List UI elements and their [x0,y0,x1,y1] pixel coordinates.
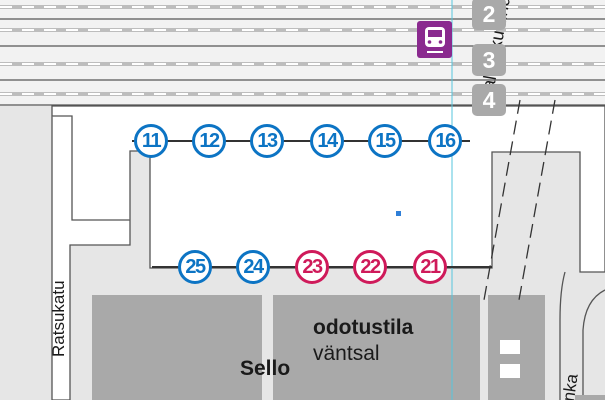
building-notch-2 [500,364,520,378]
bus-stop-11[interactable]: 11 [134,124,168,158]
building-notch-1 [500,340,520,354]
track-number-3: 3 [472,44,506,76]
street-ratsukatu-lane [52,115,130,221]
building-sello [92,295,262,400]
track-number-2: 2 [472,0,506,30]
bus-stop-22[interactable]: 22 [353,250,387,284]
location-marker [396,211,401,216]
building-far-right [575,395,605,400]
bus-stop-13[interactable]: 13 [250,124,284,158]
street-label-partial: nka [559,372,582,400]
bus-stop-12[interactable]: 12 [192,124,226,158]
mall-label-sello: Sello [240,357,291,380]
road-curve [582,289,605,400]
bus-stop-24[interactable]: 24 [236,250,270,284]
bus-stop-15[interactable]: 15 [368,124,402,158]
metro-train-icon [417,21,452,58]
bus-stop-23[interactable]: 23 [295,250,329,284]
road-curve-inner [559,271,566,400]
bus-stop-14[interactable]: 14 [310,124,344,158]
building-waiting-room [273,295,480,400]
bus-stop-21[interactable]: 21 [413,250,447,284]
track-number-4: 4 [472,84,506,116]
bus-stop-25[interactable]: 25 [178,250,212,284]
street-label-ratsukatu: Ratsukatu [49,280,68,357]
waiting-room-label-fi: odotustila [313,316,414,339]
railway-area [0,0,605,106]
waiting-room-label-sv: väntsal [313,342,380,365]
bus-stop-16[interactable]: 16 [428,124,462,158]
